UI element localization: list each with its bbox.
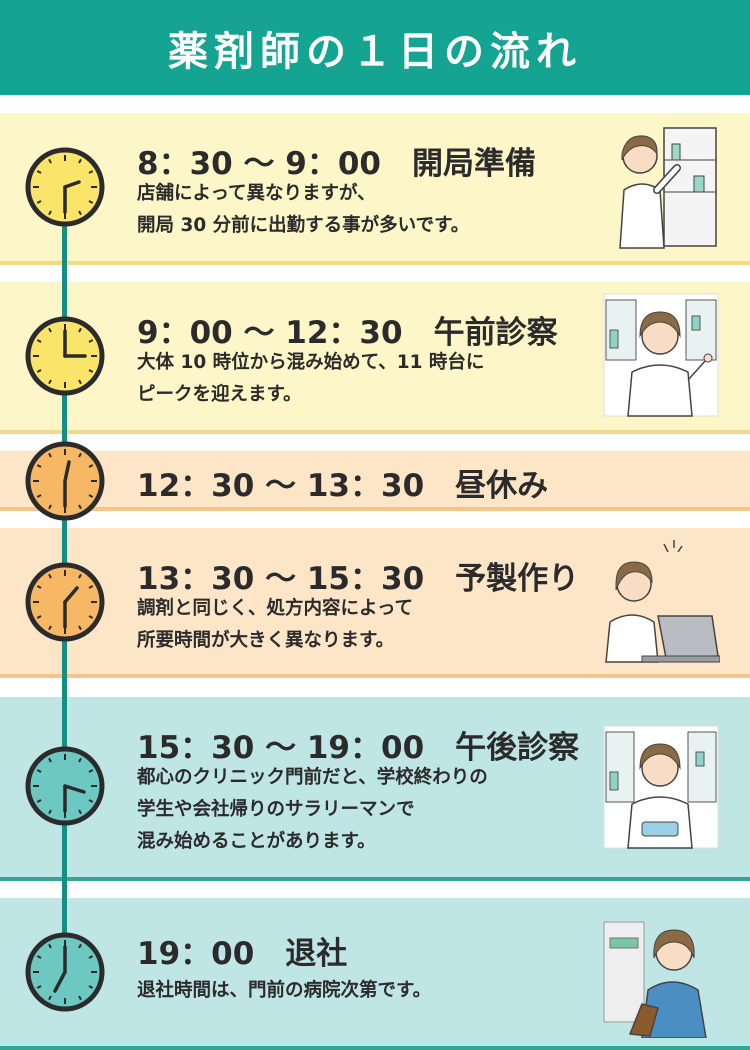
time-range: 19：00 <box>137 936 255 972</box>
description-line: 退社時間は、門前の病院次第です。 <box>137 980 432 1001</box>
activity-name: 昼休み <box>455 468 549 504</box>
clock-icon <box>25 562 105 642</box>
pharmacist-going-home-illustration <box>603 921 707 1038</box>
clock-icon <box>25 316 105 396</box>
description-line: 開局 30 分前に出勤する事が多いです。 <box>137 215 470 236</box>
activity-name: 予製作り <box>455 561 580 597</box>
description-line: 混み始めることがあります。 <box>137 831 376 852</box>
page-title: 薬剤師の１日の流れ <box>168 28 582 75</box>
schedule-description-6: 退社時間は、門前の病院次第です。 <box>137 975 431 1007</box>
time-range: 8：30 〜 9：00 <box>137 146 382 182</box>
clock-icon <box>25 147 105 227</box>
activity-name: 午前診察 <box>433 315 558 351</box>
clock-icon <box>25 746 105 826</box>
time-range: 15：30 〜 19：00 <box>137 730 425 766</box>
schedule-description-2: 大体 10 時位から混み始めて、11 時台に ピークを迎えます。 <box>137 347 484 411</box>
description-line: ピークを迎えます。 <box>137 384 302 405</box>
time-range: 9：00 〜 12：30 <box>137 315 403 351</box>
schedule-description-4: 調剤と同じく、処方内容によって 所要時間が大きく異なります。 <box>137 593 413 657</box>
pharmacist-stocking-shelf-illustration <box>619 127 717 249</box>
description-line: 都心のクリニック門前だと、学校終わりの <box>137 767 488 788</box>
description-line: 学生や会社帰りのサラリーマンで <box>137 799 415 820</box>
header-banner: 薬剤師の１日の流れ <box>0 0 750 95</box>
activity-name: 開局準備 <box>412 146 537 182</box>
description-line: 店舗によって異なりますが、 <box>137 183 376 204</box>
description-line: 調剤と同じく、処方内容によって <box>137 598 414 619</box>
pharmacist-laptop-illustration <box>605 540 720 663</box>
schedule-heading-6: 19：00 退社 <box>137 928 347 973</box>
description-line: 所要時間が大きく異なります。 <box>137 630 395 651</box>
description-line: 大体 10 時位から混み始めて、11 時台に <box>137 352 485 373</box>
schedule-heading-3: 12：30 〜 13：30 昼休み <box>137 460 548 505</box>
clock-icon <box>25 932 105 1012</box>
activity-name: 午後診察 <box>455 730 580 766</box>
time-range: 13：30 〜 15：30 <box>137 561 425 597</box>
schedule-heading-1: 8：30 〜 9：00 開局準備 <box>137 138 536 183</box>
schedule-description-5: 都心のクリニック門前だと、学校終わりの 学生や会社帰りのサラリーマンで 混み始め… <box>137 762 488 858</box>
schedule-heading-2: 9：00 〜 12：30 午前診察 <box>137 307 558 352</box>
schedule-heading-5: 15：30 〜 19：00 午後診察 <box>137 722 579 767</box>
pharmacist-holding-medicine-illustration <box>603 725 719 849</box>
pharmacist-presenting-illustration <box>603 293 719 417</box>
activity-name: 退社 <box>285 936 348 972</box>
time-range: 12：30 〜 13：30 <box>137 468 425 504</box>
schedule-heading-4: 13：30 〜 15：30 予製作り <box>137 553 579 598</box>
schedule-band-3 <box>0 451 750 511</box>
schedule-description-1: 店舗によって異なりますが、 開局 30 分前に出勤する事が多いです。 <box>137 178 469 242</box>
clock-icon <box>25 441 105 521</box>
